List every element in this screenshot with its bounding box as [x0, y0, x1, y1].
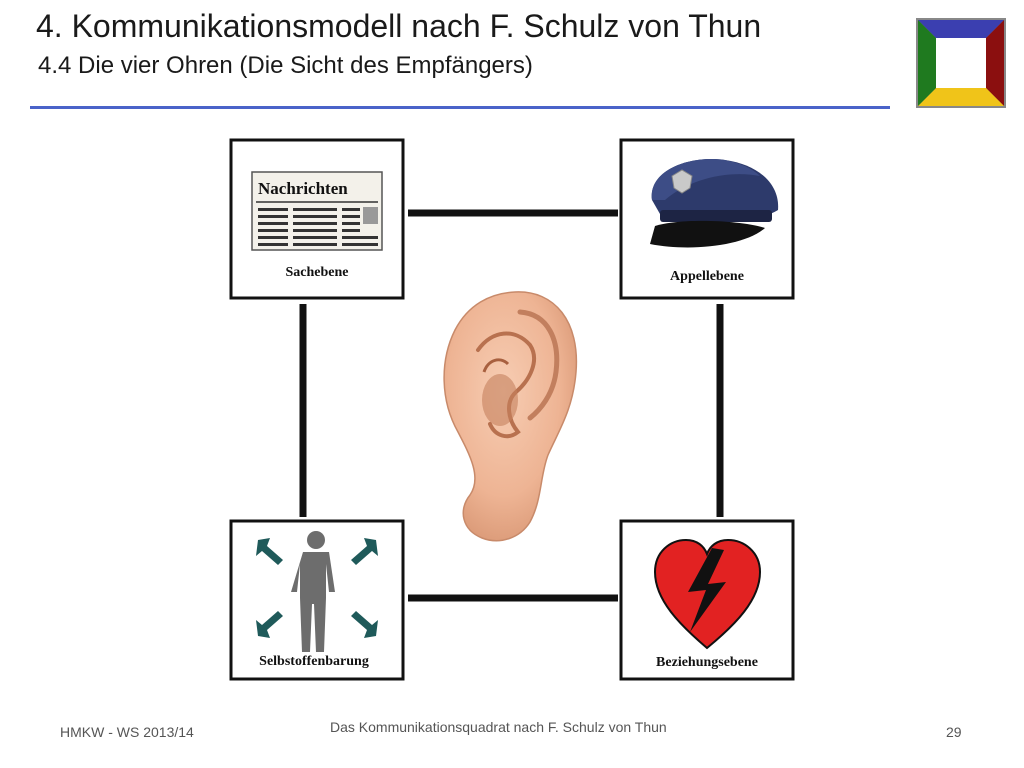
person-arrows-icon [256, 531, 378, 652]
footer-topic: Das Kommunikationsquadrat nach F. Schulz… [330, 719, 667, 735]
label-selbstoffenbarung: Selbstoffenbarung [259, 654, 369, 669]
page-number: 29 [946, 724, 962, 740]
newspaper-title: Nachrichten [258, 179, 348, 198]
box-sachebene: Nachrichten Sachebene [229, 138, 405, 300]
label-sachebene: Sachebene [286, 265, 349, 280]
box-beziehungsebene: Beziehungsebene [619, 519, 795, 681]
police-cap-icon [650, 159, 779, 248]
label-beziehungsebene: Beziehungsebene [656, 655, 758, 670]
ear-icon [443, 291, 578, 542]
broken-heart-icon [653, 538, 762, 650]
quadrat-logo [916, 18, 1006, 108]
slide-title: 4. Kommunikationsmodell nach F. Schulz v… [36, 8, 762, 44]
header-divider [30, 106, 890, 109]
newspaper-icon: Nachrichten [251, 171, 383, 251]
box-appellebene: Appellebene [619, 138, 795, 300]
slide-subtitle: 4.4 Die vier Ohren (Die Sicht des Empfän… [38, 52, 533, 79]
box-selbstoffenbarung: Selbstoffenbarung [229, 519, 405, 681]
label-appellebene: Appellebene [670, 269, 744, 284]
footer-course: HMKW - WS 2013/14 [60, 724, 194, 740]
connector-lines [299, 209, 724, 602]
